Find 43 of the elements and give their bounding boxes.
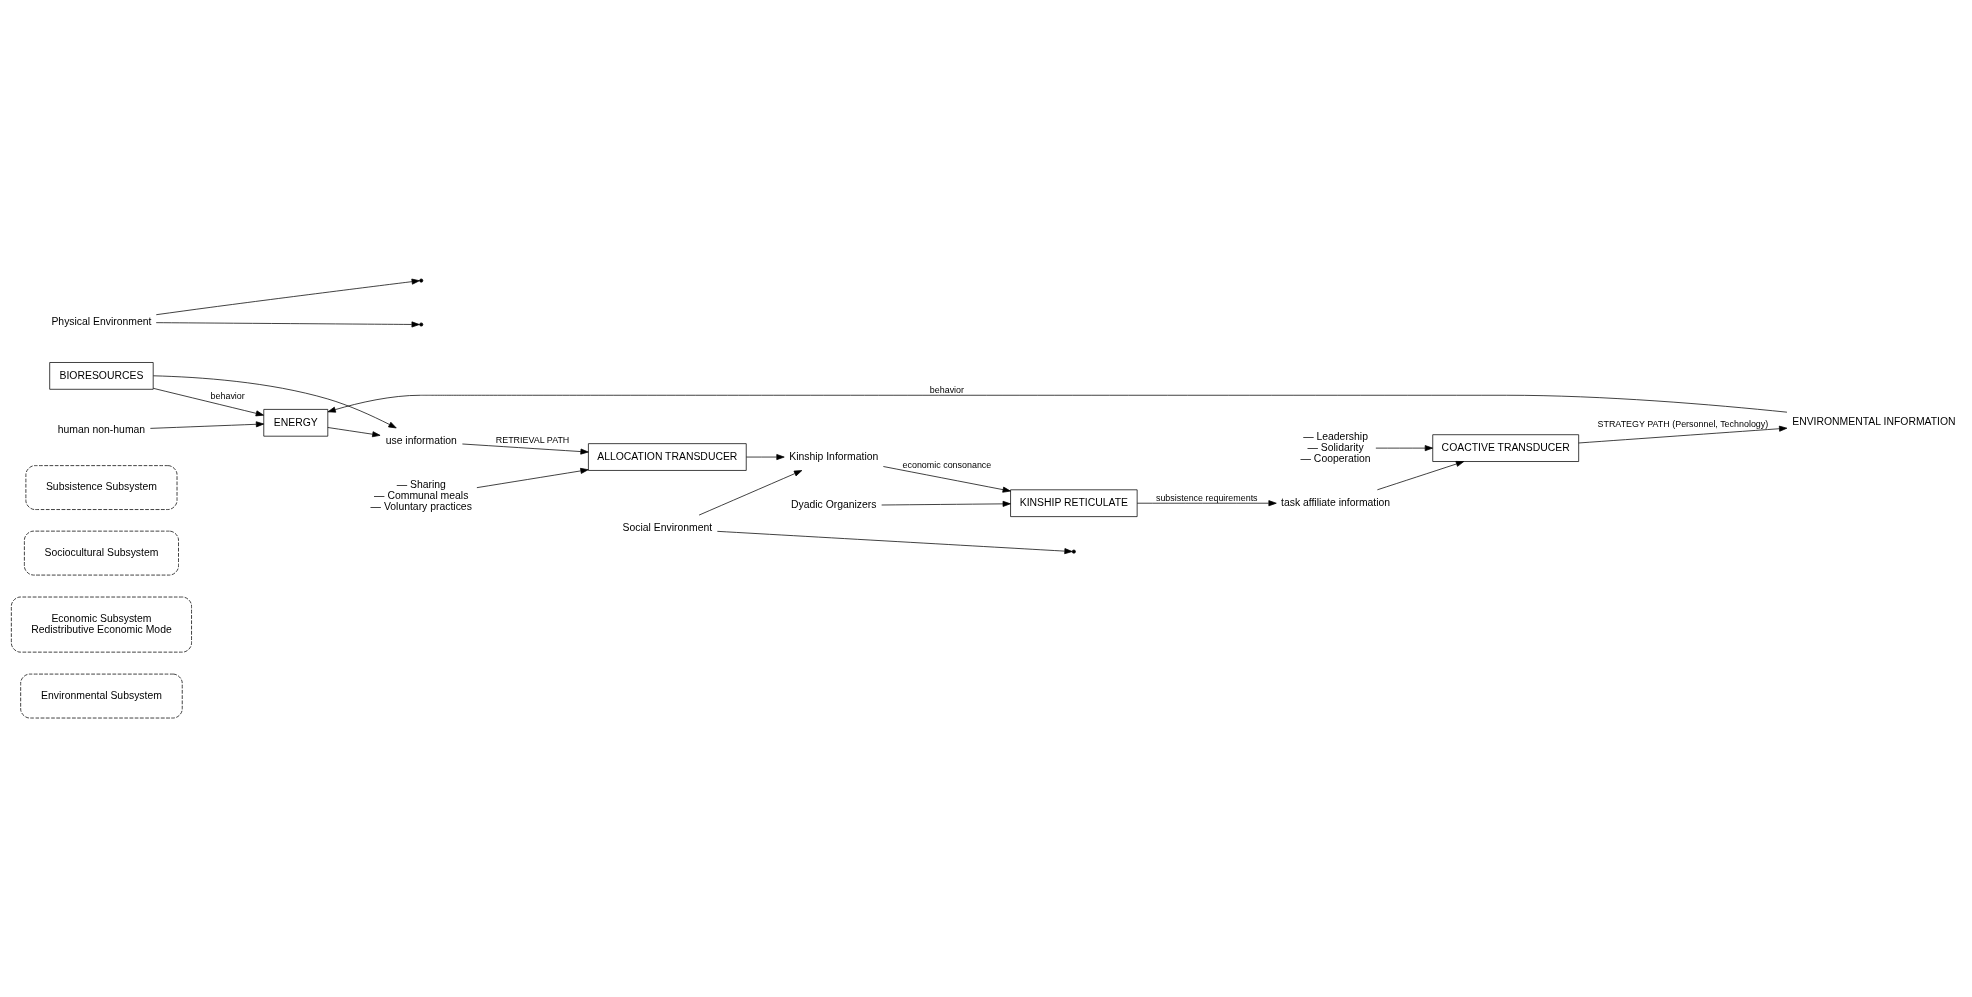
node-box: Sociocultural Subsystem — [24, 530, 179, 576]
edge-label: STRATEGY PATH (Personnel, Technology) — [1597, 418, 1769, 429]
arrow — [716, 530, 1073, 555]
node-box: KINSHIP RETICULATE — [1010, 489, 1138, 517]
arrow — [698, 470, 803, 516]
arrow — [155, 321, 420, 328]
arrow — [153, 387, 264, 417]
arrow — [155, 278, 420, 316]
arrow — [746, 454, 785, 461]
arrow — [462, 443, 589, 455]
node-text: Social Environment — [622, 522, 713, 534]
edge-label: behavior — [929, 384, 965, 395]
node-text: Physical Environment — [51, 316, 152, 328]
node-box: Economic Subsystem Redistributive Economic Mode — [11, 596, 192, 653]
arrow — [1136, 500, 1277, 507]
arrow — [153, 375, 397, 429]
edge-label: RETRIEVAL PATH — [495, 435, 570, 446]
arrow — [1377, 461, 1465, 491]
node-text: Kinship Information — [789, 450, 879, 462]
arrow — [150, 421, 265, 429]
node-box: ALLOCATION TRANSDUCER — [588, 443, 747, 471]
node-text: ENVIRONMENTAL INFORMATION — [1792, 415, 1956, 427]
node-text: Dyadic Organizers — [790, 499, 877, 511]
arrow — [881, 500, 1011, 507]
node-text: human non-human — [57, 424, 146, 435]
node-box: COACTIVE TRANSDUCER — [1432, 434, 1580, 462]
node-text: use information — [385, 435, 457, 447]
arrow — [883, 466, 1011, 493]
edge-label: subsistence requirements — [1155, 492, 1258, 503]
arrow — [1375, 445, 1433, 452]
node-box: Environmental Subsystem — [20, 673, 183, 719]
node-text: — Leadership — Solidarity — Cooperation — [1300, 430, 1371, 465]
node-box: ENERGY — [263, 409, 329, 437]
arrow — [1578, 425, 1788, 444]
node-text: — Sharing — Communal meals — Voluntary practices — [370, 479, 472, 513]
node-text: task affiliate information — [1281, 496, 1391, 508]
arrow — [327, 427, 381, 438]
node-box: Subsistence Subsystem — [25, 465, 178, 510]
arrow — [327, 394, 1788, 413]
node-box: BIORESOURCES — [49, 362, 154, 390]
arrow — [476, 467, 589, 489]
edge-label: economic consonance — [902, 459, 992, 470]
edge-label: behavior — [210, 391, 245, 402]
